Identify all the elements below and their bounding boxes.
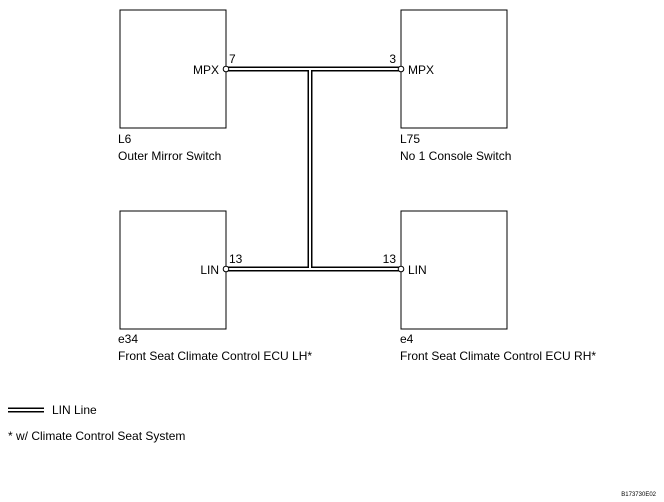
component-box-e4 xyxy=(400,210,508,330)
lin-wire-network xyxy=(226,66,401,272)
terminal-e34 xyxy=(222,265,230,273)
terminal-l75 xyxy=(397,65,405,73)
pin-number-l6: 7 xyxy=(229,52,236,66)
terminal-name-l6: MPX xyxy=(193,63,219,77)
component-box-l6 xyxy=(119,9,227,129)
terminal-name-e34: LIN xyxy=(200,263,219,277)
terminal-name-e4: LIN xyxy=(408,263,427,277)
pin-number-l75: 3 xyxy=(389,52,396,66)
legend-footnote: * w/ Climate Control Seat System xyxy=(8,429,185,443)
figure-code: B173730E02 xyxy=(621,492,656,498)
component-code-l75: L75 xyxy=(400,132,420,146)
component-code-e34: e34 xyxy=(118,332,138,346)
component-code-l6: L6 xyxy=(118,132,132,146)
component-name-e34: Front Seat Climate Control ECU LH* xyxy=(118,349,312,363)
terminal-l6 xyxy=(222,65,230,73)
pin-number-e4: 13 xyxy=(383,252,397,266)
pin-number-e34: 13 xyxy=(229,252,243,266)
terminal-e4 xyxy=(397,265,405,273)
component-name-l75: No 1 Console Switch xyxy=(400,149,511,163)
legend-lin-line-label: LIN Line xyxy=(52,403,97,417)
component-box-e34 xyxy=(119,210,227,330)
component-name-e4: Front Seat Climate Control ECU RH* xyxy=(400,349,596,363)
component-name-l6: Outer Mirror Switch xyxy=(118,149,221,163)
terminal-name-l75: MPX xyxy=(408,63,434,77)
component-box-l75 xyxy=(400,9,508,129)
component-code-e4: e4 xyxy=(400,332,414,346)
